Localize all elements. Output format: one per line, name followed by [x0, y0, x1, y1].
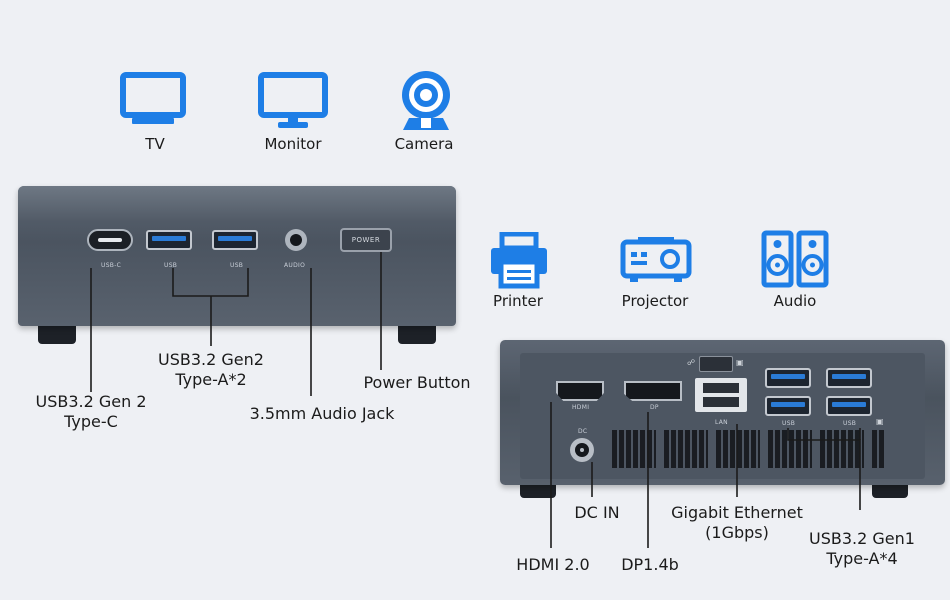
- hdmi-callout: HDMI 2.0: [516, 555, 590, 574]
- audio-icon: [761, 230, 829, 288]
- usb-c-callout-line2: Type-C: [64, 412, 118, 431]
- dc-port-label: DC: [578, 428, 588, 435]
- usb-c-callout-line1: USB3.2 Gen 2: [35, 392, 147, 411]
- back-usb-callout-line2: Type-A*4: [826, 549, 898, 568]
- dp-callout: DP1.4b: [621, 555, 679, 574]
- vent-grille: [612, 430, 890, 468]
- kensington-lock-icon: ▣: [876, 417, 884, 426]
- projector-icon: [620, 237, 692, 282]
- lan-port: [695, 378, 747, 412]
- camera-icon: [402, 71, 450, 130]
- back-usb-port-3: [765, 396, 811, 416]
- monitor-icon: [258, 72, 328, 128]
- power-button-callout: Power Button: [363, 373, 471, 392]
- dp-port: [624, 381, 682, 401]
- back-usb-port-2: [826, 368, 872, 388]
- power-button: POWER: [340, 228, 392, 252]
- dp-port-label: DP: [650, 404, 659, 411]
- back-usb-port-1: [765, 368, 811, 388]
- usbc-port: [87, 229, 133, 251]
- lan-port-label: LAN: [715, 419, 728, 426]
- front-usb-port-2: [212, 230, 258, 250]
- audio-label: Audio: [773, 292, 817, 310]
- front-usb-callout: USB3.2 Gen2 Type-A*2: [142, 350, 280, 390]
- hdmi-port: [556, 381, 604, 401]
- front-usb-callout-line1: USB3.2 Gen2: [158, 350, 264, 369]
- usb-c-callout: USB3.2 Gen 2 Type-C: [22, 392, 160, 432]
- front-usb-label-1: USB: [164, 262, 178, 269]
- back-usb-label-1: USB: [782, 420, 796, 427]
- back-foot-left: [520, 484, 556, 498]
- camera-label: Camera: [394, 135, 454, 153]
- ethernet-callout: Gigabit Ethernet (1Gbps): [664, 503, 810, 543]
- usbc-port-label: USB-C: [101, 262, 122, 269]
- front-usb-label-2: USB: [230, 262, 244, 269]
- front-foot-right: [398, 326, 436, 344]
- ethernet-callout-line2: (1Gbps): [705, 523, 769, 542]
- front-usb-port-1: [146, 230, 192, 250]
- tv-icon: [120, 72, 186, 124]
- ethernet-callout-line1: Gigabit Ethernet: [671, 503, 803, 522]
- front-device-lid: [18, 186, 456, 220]
- dc-in-callout: DC IN: [574, 503, 620, 522]
- back-foot-right: [872, 484, 908, 498]
- dc-in-port: [570, 438, 594, 462]
- front-foot-left: [38, 326, 76, 344]
- lock-slider: [699, 356, 733, 372]
- audio-jack-callout: 3.5mm Audio Jack: [249, 404, 395, 423]
- tv-label: TV: [145, 135, 165, 153]
- projector-label: Projector: [621, 292, 689, 310]
- lock-icon: ▣: [736, 358, 744, 367]
- hdmi-port-label: HDMI: [572, 404, 590, 411]
- power-button-label: POWER: [351, 236, 381, 244]
- printer-icon: [491, 232, 547, 289]
- printer-label: Printer: [493, 292, 543, 310]
- back-usb-label-2: USB: [843, 420, 857, 427]
- back-usb-port-4: [826, 396, 872, 416]
- back-usb-callout-line1: USB3.2 Gen1: [809, 529, 915, 548]
- audio-jack-label: AUDIO: [284, 262, 306, 269]
- back-usb-callout: USB3.2 Gen1 Type-A*4: [806, 529, 918, 569]
- unlock-icon: ☍: [687, 358, 696, 367]
- monitor-label: Monitor: [264, 135, 322, 153]
- audio-jack: [285, 229, 307, 251]
- front-usb-callout-line2: Type-A*2: [175, 370, 247, 389]
